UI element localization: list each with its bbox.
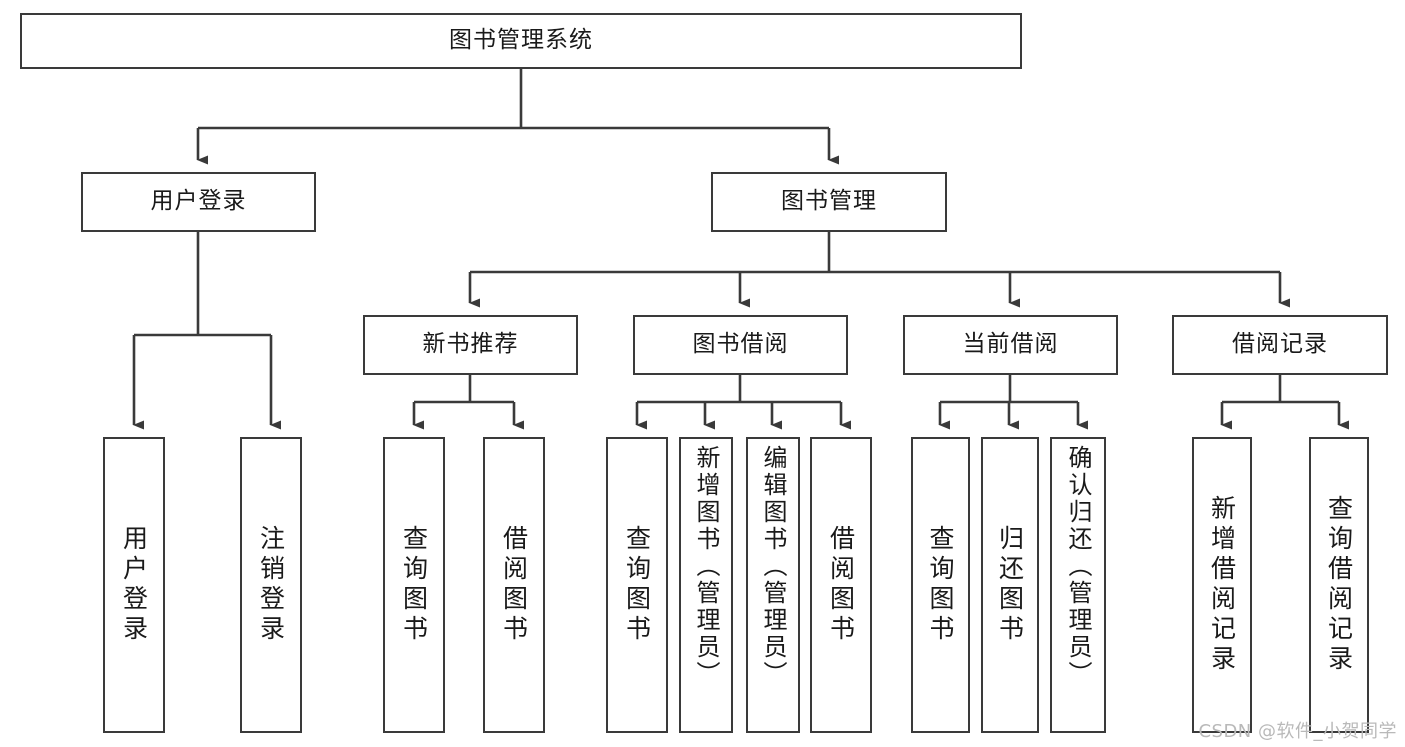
node-book-manage[interactable]: 图书管理 bbox=[711, 172, 947, 232]
leaf-return-book-label: 归还图书 bbox=[995, 525, 1025, 645]
leaf-borrow-book-1[interactable]: 借阅图书 bbox=[483, 437, 545, 733]
leaf-query-borrow-record-label: 查询借阅记录 bbox=[1324, 495, 1354, 675]
node-current-borrow[interactable]: 当前借阅 bbox=[903, 315, 1118, 375]
leaf-borrow-book-1-label: 借阅图书 bbox=[499, 525, 529, 645]
leaf-add-borrow-record[interactable]: 新增借阅记录 bbox=[1192, 437, 1252, 733]
node-book-manage-label: 图书管理 bbox=[781, 188, 877, 215]
leaf-borrow-book-2[interactable]: 借阅图书 bbox=[810, 437, 872, 733]
leaf-confirm-return-admin-label: 确认归还（管理员） bbox=[1064, 445, 1092, 688]
leaf-query-book-2[interactable]: 查询图书 bbox=[606, 437, 668, 733]
leaf-query-book-3[interactable]: 查询图书 bbox=[911, 437, 970, 733]
node-current-borrow-label: 当前借阅 bbox=[962, 331, 1059, 358]
node-root-system-label: 图书管理系统 bbox=[449, 27, 593, 54]
leaf-query-book-1-label: 查询图书 bbox=[399, 525, 429, 645]
leaf-add-book-admin-label: 新增图书（管理员） bbox=[692, 445, 720, 688]
node-borrow-record[interactable]: 借阅记录 bbox=[1172, 315, 1388, 375]
leaf-user-login-label: 用户登录 bbox=[119, 525, 149, 645]
leaf-borrow-book-2-label: 借阅图书 bbox=[826, 525, 856, 645]
leaf-edit-book-admin[interactable]: 编辑图书（管理员） bbox=[746, 437, 800, 733]
leaf-logout-login-label: 注销登录 bbox=[256, 525, 286, 645]
leaf-query-book-2-label: 查询图书 bbox=[622, 525, 652, 645]
leaf-logout-login[interactable]: 注销登录 bbox=[240, 437, 302, 733]
leaf-user-login[interactable]: 用户登录 bbox=[103, 437, 165, 733]
leaf-add-book-admin[interactable]: 新增图书（管理员） bbox=[679, 437, 733, 733]
node-root-system[interactable]: 图书管理系统 bbox=[20, 13, 1022, 69]
node-new-book-recommend[interactable]: 新书推荐 bbox=[363, 315, 578, 375]
node-book-borrow[interactable]: 图书借阅 bbox=[633, 315, 848, 375]
node-new-book-recommend-label: 新书推荐 bbox=[422, 331, 519, 358]
node-book-borrow-label: 图书借阅 bbox=[692, 331, 789, 358]
leaf-return-book[interactable]: 归还图书 bbox=[981, 437, 1039, 733]
leaf-query-book-3-label: 查询图书 bbox=[926, 525, 955, 645]
leaf-confirm-return-admin[interactable]: 确认归还（管理员） bbox=[1050, 437, 1106, 733]
leaf-edit-book-admin-label: 编辑图书（管理员） bbox=[759, 445, 787, 688]
node-user-login[interactable]: 用户登录 bbox=[81, 172, 316, 232]
leaf-query-book-1[interactable]: 查询图书 bbox=[383, 437, 445, 733]
leaf-add-borrow-record-label: 新增借阅记录 bbox=[1207, 495, 1237, 675]
csdn-watermark: CSDN @软件_小贺同学 bbox=[1198, 721, 1397, 742]
node-user-login-label: 用户登录 bbox=[150, 188, 247, 215]
leaf-query-borrow-record[interactable]: 查询借阅记录 bbox=[1309, 437, 1369, 733]
node-borrow-record-label: 借阅记录 bbox=[1232, 331, 1328, 358]
